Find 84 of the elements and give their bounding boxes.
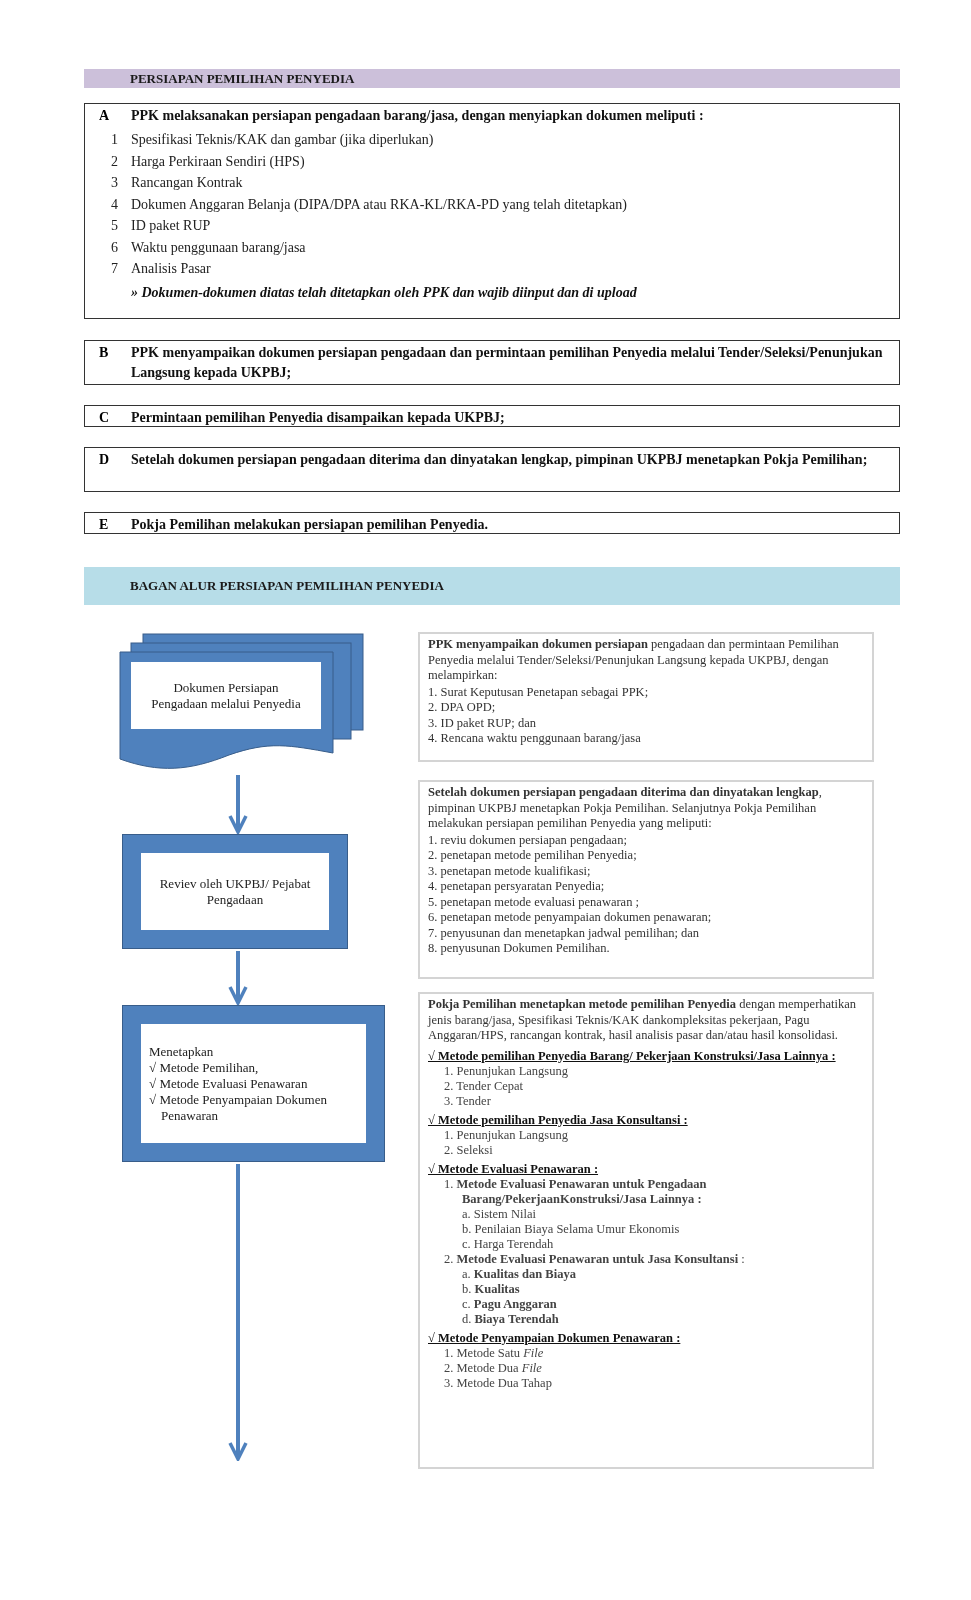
list-item: Spesifikasi Teknis/KAK dan gambar (jika diperlukan)	[131, 131, 434, 149]
list-item: 1. Metode Satu File	[443, 1345, 545, 1361]
list-item: 8. penyusunan Dokumen Pemilihan.	[428, 941, 611, 957]
list-item: ID paket RUP	[131, 217, 211, 235]
process-box	[122, 834, 348, 949]
list-item: 1. Penunjukan Langsung	[443, 1127, 569, 1143]
item-number: 7	[111, 260, 118, 278]
list-item: 3. Tender	[443, 1093, 492, 1109]
item-number: 2	[111, 152, 118, 171]
step-letter: D	[99, 451, 110, 469]
section-heading: √ Metode Evaluasi Penawaran :	[428, 1161, 600, 1177]
list-item: Harga Perkiraan Sendiri (HPS)	[131, 152, 305, 171]
list-item: d. Biaya Terendah	[461, 1311, 560, 1327]
text-box	[418, 992, 874, 1469]
note-text: » Dokumen-dokumen diatas telah ditetapkan oleh PPK dan wajib diinput dan di upload	[131, 283, 638, 302]
step-text: Pokja Pemilihan melakukan persiapan pemilihan Penyedia.	[131, 516, 490, 534]
step-text: PPK menyampaikan dokumen persiapan pengadaan dan permintaan pemilihan Penyedia melalui Tender/Seleksi/Penunjukan Langsung kepada UKPBJ;	[131, 344, 884, 382]
text-box	[418, 780, 874, 979]
list-item: b. Kualitas	[461, 1281, 521, 1297]
list-item: 3. Metode Dua Tahap	[443, 1375, 553, 1391]
item-number: 6	[111, 238, 118, 257]
step-box	[84, 447, 900, 492]
step-box	[84, 103, 900, 319]
step-letter: E	[99, 516, 109, 534]
step-box	[84, 512, 900, 534]
list-item: 6. penetapan metode penyampaian dokumen penawaran;	[428, 910, 713, 926]
list-item: c. Harga Terendah	[461, 1236, 555, 1252]
list-item: 1. Penunjukan Langsung	[443, 1063, 569, 1079]
section-title: PERSIAPAN PEMILIHAN PENYEDIA	[130, 69, 355, 88]
list-item: a. Kualitas dan Biaya	[461, 1266, 577, 1282]
list-item: b. Penilaian Biaya Selama Umur Ekonomis	[461, 1221, 681, 1237]
list-item: 2. Tender Cepat	[443, 1078, 525, 1094]
list-item: a. Sistem Nilai	[461, 1206, 537, 1222]
process-label: √ Metode Evaluasi Penawaran	[149, 1075, 308, 1092]
list-item: 1. Metode Evaluasi Penawaran untuk Pengadaan Barang/PekerjaanKonstruksi/Jasa Lainnya :	[443, 1176, 708, 1207]
section-heading: √ Metode pemilihan Penyedia Jasa Konsultansi :	[428, 1112, 689, 1128]
arrow	[228, 951, 248, 1005]
arrow	[228, 1164, 248, 1461]
item-number: 4	[111, 195, 118, 214]
section-heading: √ Metode Penyampaian Dokumen Penawaran :	[428, 1330, 682, 1346]
section-title: BAGAN ALUR PERSIAPAN PEMILIHAN PENYEDIA	[130, 577, 444, 596]
list-item: 2. DPA OPD;	[428, 700, 497, 716]
list-item: 7. penyusunan dan menetapkan jadwal pemilihan; dan	[428, 925, 701, 941]
list-item: 4. penetapan persyaratan Penyedia;	[428, 879, 606, 895]
paragraph-text: PPK menyampaikan dokumen persiapan pengadaan dan permintaan Pemilihan Penyedia melalui Tender/Seleksi/Penunjukan Langsung kepada UKPBJ, dengan melampirkan:	[428, 637, 840, 684]
step-letter: C	[99, 409, 110, 427]
list-item: 1. Surat Keputusan Penetapan sebagai PPK;	[428, 684, 650, 700]
process-label: Reviev oleh UKPBJ/ Pejabat Pengadaan	[158, 875, 312, 908]
arrow	[228, 775, 248, 834]
item-number: 3	[111, 174, 118, 192]
list-item: 3. ID paket RUP; dan	[428, 715, 537, 731]
text-box	[418, 632, 874, 762]
list-item: 4. Rencana waktu penggunaan barang/jasa	[428, 731, 642, 747]
item-number: 5	[111, 217, 118, 235]
step-box	[84, 405, 900, 427]
paragraph-text: Setelah dokumen persiapan pengadaan diterima dan dinyatakan lengkap, pimpinan UKPBJ menetapkan Pokja Pemilihan. Selanjutnya Pokja Pemilihan melakukan persiapan pemilihan Penyedia yang meliputi:	[428, 785, 823, 832]
list-item: Analisis Pasar	[131, 260, 211, 278]
step-text: Permintaan pemilihan Penyedia disampaikan kepada UKPBJ;	[131, 409, 506, 427]
step-text: PPK melaksanakan persiapan pengadaan barang/jasa, dengan menyiapkan dokumen meliputi :	[131, 107, 705, 125]
step-letter: B	[99, 344, 109, 362]
step-letter: A	[99, 107, 110, 125]
section-header-band	[84, 69, 900, 88]
step-text: Setelah dokumen persiapan pengadaan diterima dan dinyatakan lengkap, pimpinan UKPBJ menetapkan Pokja Pemilihan;	[131, 451, 869, 469]
list-item: 2. Metode Dua File	[443, 1360, 543, 1376]
list-item: 1. reviu dokumen persiapan pengadaan;	[428, 832, 628, 848]
list-item: 5. penetapan metode evaluasi penawaran ;	[428, 894, 641, 910]
paragraph-text: Pokja Pemilihan menetapkan metode pemilihan Penyedia dengan memperhatikan jenis barang/jasa, Spesifikasi Teknis/KAK dankompleksitas pekerjaan, Pagu Anggaran/HPS, rancangan kontrak, hasil analisis pasar dan/atau hasil konsolidasi.	[428, 997, 858, 1044]
step-box	[84, 340, 900, 385]
document-label: Dokumen Persiapan Pengadaan melalui Penyedia	[150, 679, 302, 712]
list-item: Rancangan Kontrak	[131, 174, 243, 192]
list-item: 3. penetapan metode kualifikasi;	[428, 863, 592, 879]
section-header-band	[84, 567, 900, 605]
list-item: 2. penetapan metode pemilihan Penyedia;	[428, 848, 638, 864]
process-label: √ Metode Pemilihan,	[149, 1059, 259, 1076]
list-item: Waktu penggunaan barang/jasa	[131, 238, 306, 257]
list-item: 2. Seleksi	[443, 1142, 494, 1158]
process-label: Menetapkan	[149, 1043, 214, 1060]
item-number: 1	[111, 131, 118, 149]
list-item: Dokumen Anggaran Belanja (DIPA/DPA atau RKA-KL/RKA-PD yang telah ditetapkan)	[131, 195, 627, 214]
list-item: 2. Metode Evaluasi Penawaran untuk Jasa Konsultansi :	[443, 1251, 746, 1267]
list-item: c. Pagu Anggaran	[461, 1296, 558, 1312]
section-heading: √ Metode pemilihan Penyedia Barang/ Pekerjaan Konstruksi/Jasa Lainnya :	[428, 1048, 837, 1064]
process-box	[122, 1005, 385, 1162]
process-label: √ Metode Penyampaian Dokumen Penawaran	[149, 1091, 328, 1124]
